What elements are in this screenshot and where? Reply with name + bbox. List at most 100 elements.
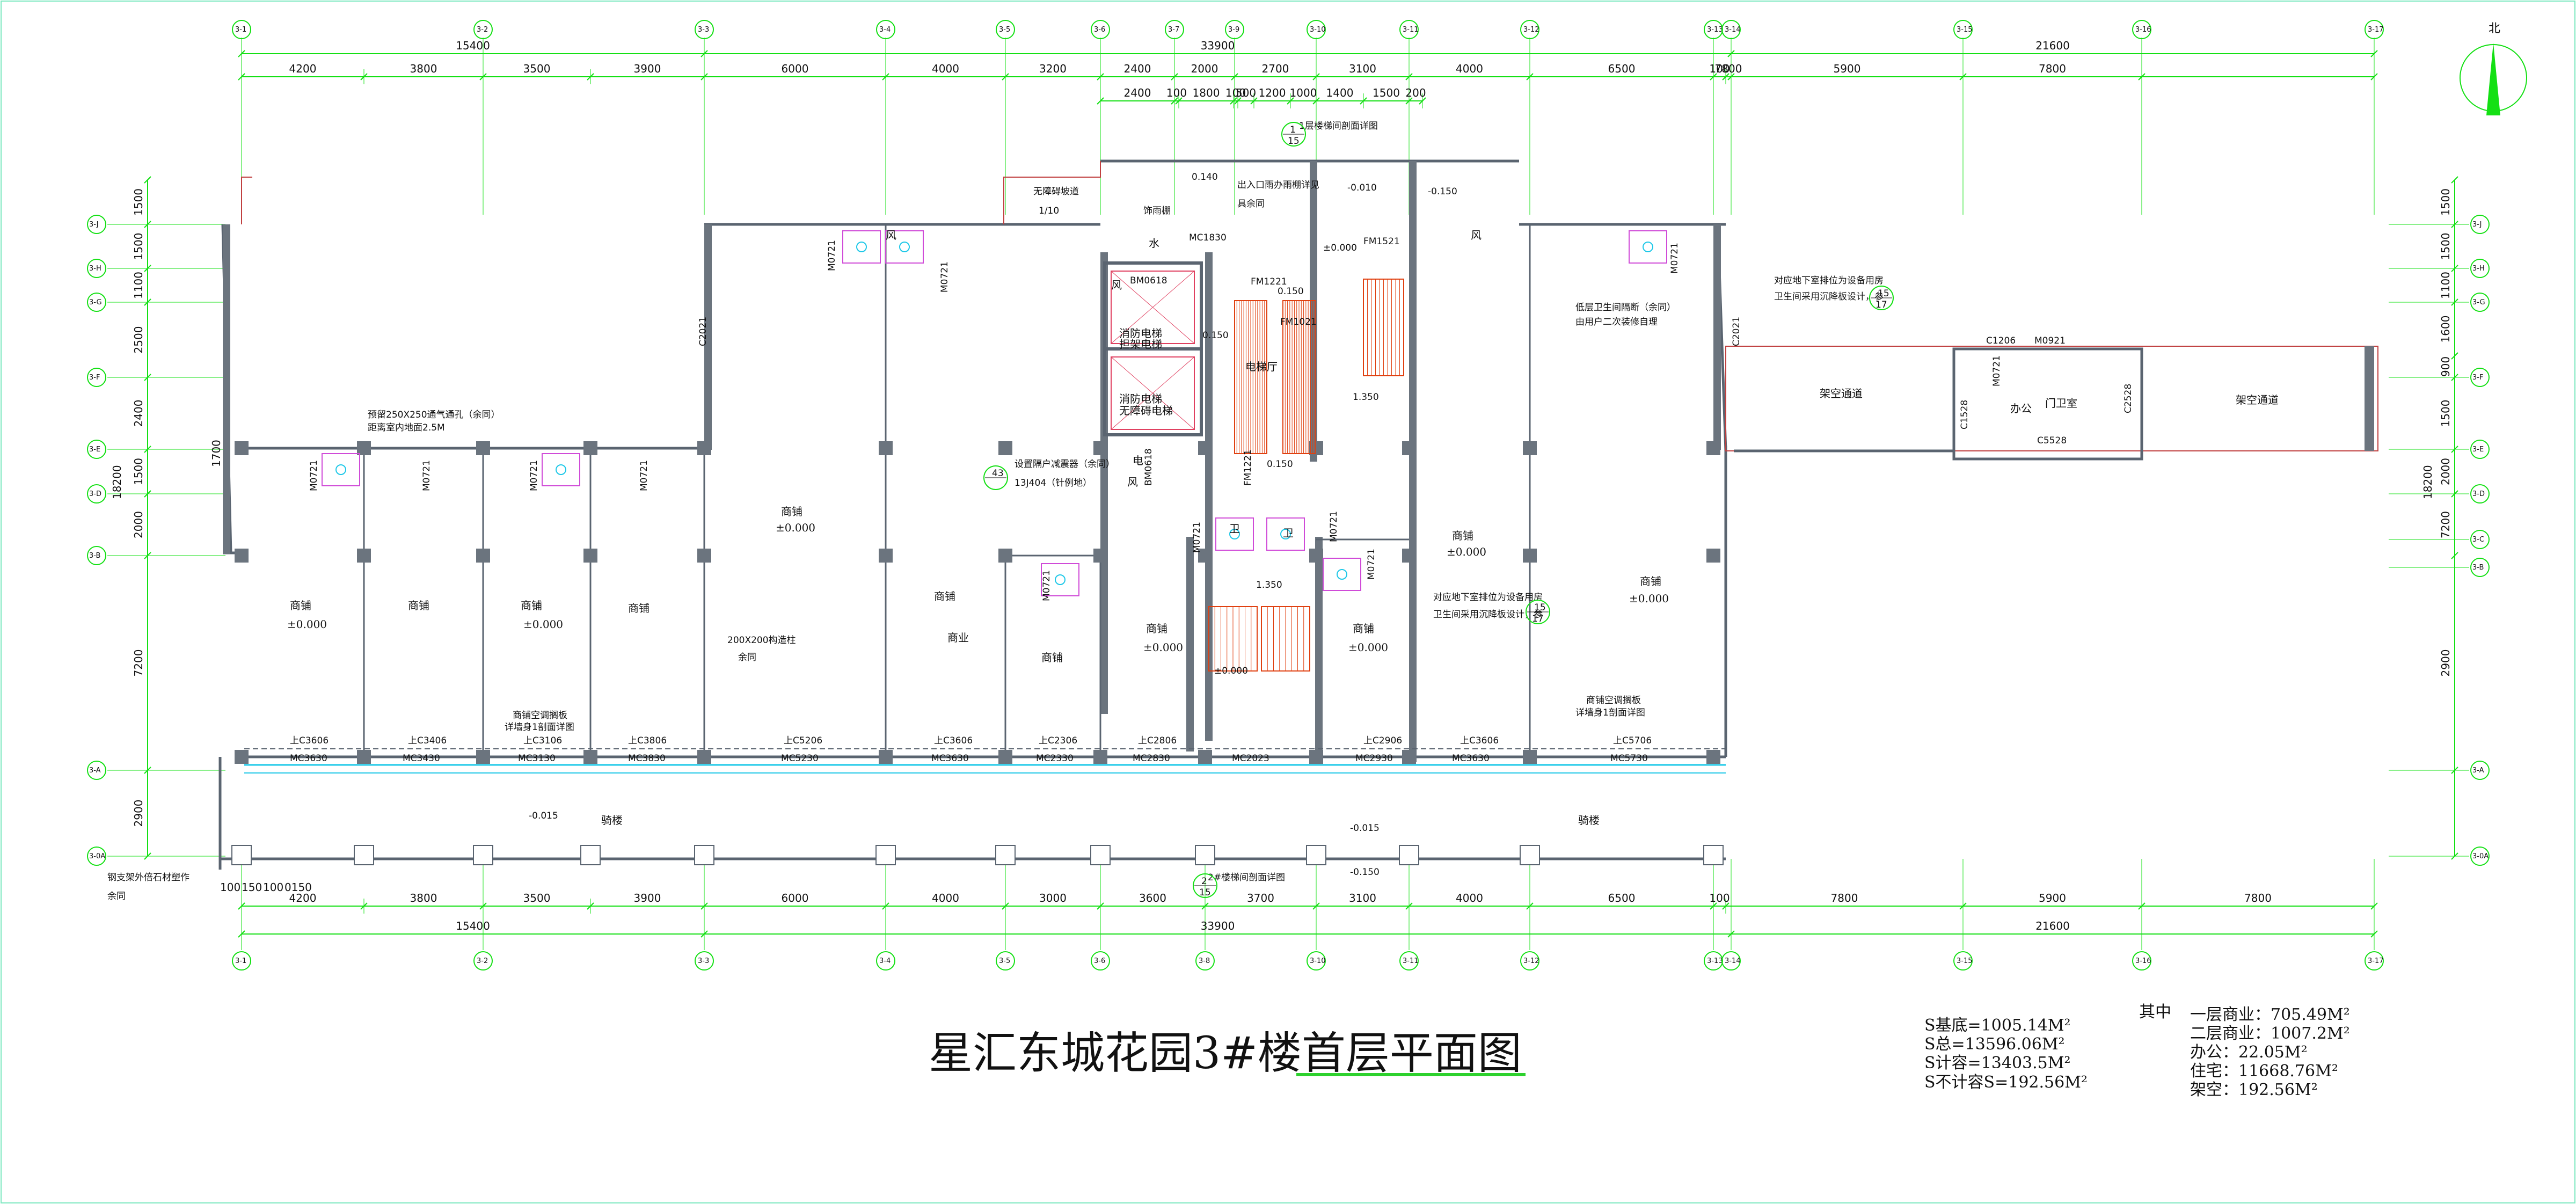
door-label: FM1521: [1363, 236, 1400, 247]
dim-tick: [144, 490, 151, 498]
axis-label-right: 3-E: [2472, 446, 2484, 454]
top-row1-dim-text: 7800: [2039, 62, 2066, 75]
dim-tick: [144, 767, 151, 774]
axis-bubble: [232, 20, 251, 39]
room-label: 商铺: [1452, 529, 1473, 542]
stat-commerce-1: 一层商业：705.49M²: [2190, 1005, 2350, 1024]
detail-ref-bubble: [983, 465, 1008, 490]
elevation-label: 0.150: [1202, 330, 1229, 341]
bottom-row1-dim-text: 100: [1709, 892, 1730, 904]
toilet-bowl: [856, 242, 867, 252]
dim-tick: [2451, 265, 2458, 272]
top-overall-dim-text: 15400: [456, 39, 490, 52]
fixtures: [322, 230, 1667, 672]
column: [476, 441, 490, 455]
top-overall-dim-text: 21600: [2035, 39, 2070, 52]
axis-bubble: [2470, 215, 2490, 234]
elevation-label: ±0.000: [1214, 666, 1248, 676]
room-label: 风: [1471, 229, 1482, 242]
elevator-car: [1111, 271, 1195, 344]
dim-tick: [144, 176, 151, 184]
wall-block: [704, 224, 712, 450]
toilet-fixture: [1323, 558, 1361, 591]
plan-note: 卫生间采用沉降板设计，参: [1433, 609, 1543, 620]
axis-label-right: 3-C: [2472, 536, 2484, 544]
left-outer-dim-text: 2500: [132, 326, 145, 354]
bottom-misc-dim: 0150: [284, 881, 312, 894]
dim-tick: [2451, 298, 2458, 306]
right-outer-dim-text: 1600: [2439, 316, 2452, 343]
column: [357, 549, 371, 563]
door-label: FM1221: [1251, 276, 1287, 287]
room-label: 商铺: [408, 599, 429, 612]
room-label: 商铺: [934, 590, 955, 603]
walls: [218, 159, 2378, 870]
axis-label-left: 3-0A: [89, 852, 105, 860]
room-label: 商铺: [628, 602, 650, 615]
top-row2-dim-text: 100: [1166, 86, 1187, 99]
room-label: 骑楼: [1578, 814, 1600, 827]
overhead-passage: [1725, 346, 2378, 451]
column: [1309, 750, 1323, 764]
detail-ref-top: 15: [1878, 288, 1889, 299]
top-row2-dim-text: 1400: [1326, 86, 1354, 99]
arcade-column: [580, 845, 601, 865]
axis-bubble: [695, 951, 714, 971]
bottom-row1-dim-text: 6000: [782, 892, 809, 904]
axis-bubble: [2470, 259, 2490, 278]
detail-ref-top: 15: [1534, 602, 1546, 613]
plan-note: 1/10: [1039, 206, 1059, 216]
door-label: C2021: [698, 317, 709, 346]
axis-label-top: 3-10: [1310, 26, 1326, 34]
dim-tick: [2451, 552, 2458, 559]
door-label: M0721: [1991, 355, 2002, 386]
axis-label-top: 3-17: [2368, 26, 2384, 34]
window-upper-label: 上C5206: [784, 735, 822, 746]
plan-note: 对应地下室排位为设备用房: [1433, 592, 1543, 603]
axis-label-bottom: 3-6: [1094, 957, 1105, 965]
left-outer-dim-text: 1500: [132, 233, 145, 260]
arcade-column: [1520, 845, 1540, 865]
window-lower-label: MC3630: [290, 753, 327, 764]
axis-bubble: [1091, 20, 1110, 39]
bottom-misc-dim: 150: [242, 881, 262, 894]
plan-note: 商铺空调搁板: [513, 710, 567, 721]
left-outer-dim-text: 1100: [132, 272, 145, 299]
room-label: 电: [1133, 454, 1143, 467]
column: [998, 441, 1012, 455]
wall-block: [2365, 346, 2374, 451]
axis-bubble: [1953, 20, 1973, 39]
wall-block: [1205, 252, 1213, 741]
room-label: ±0.000: [287, 618, 327, 631]
bottom-row1-dim-text: 3500: [523, 892, 551, 904]
axis-label-left: 3-D: [89, 490, 101, 498]
dim-tick: [2451, 221, 2458, 228]
plan-note: 对应地下室排位为设备用房: [1774, 275, 1884, 286]
axis-label-right: 3-B: [2472, 564, 2484, 572]
wall-block: [1713, 224, 1721, 450]
stat-base-area: S基底=1005.14M²: [1924, 1016, 2071, 1035]
axis-bubble: [2470, 530, 2490, 549]
column: [1309, 441, 1323, 455]
toilet-bowl: [1280, 529, 1291, 539]
column: [1198, 549, 1212, 563]
toilet-bowl: [1643, 242, 1653, 252]
room-label: 商铺: [290, 599, 311, 612]
plan-note: 详墙身1剖面详图: [1575, 707, 1645, 718]
dim-tick: [2451, 446, 2458, 453]
axis-bubble: [2470, 558, 2490, 577]
top-row2-dim-text: 1800: [1193, 86, 1220, 99]
plan-note: 详墙身1剖面详图: [505, 722, 574, 733]
detail-ref-bubble: [1526, 600, 1550, 624]
arcade-column: [995, 845, 1016, 865]
top-row1-dim-text: 3800: [410, 62, 437, 75]
room-label: 商铺: [1640, 575, 1661, 588]
arcade-column: [1399, 845, 1419, 865]
left-outer-dim-text: 2900: [132, 800, 145, 827]
column: [1402, 750, 1416, 764]
column: [1523, 441, 1537, 455]
room-label: 骑楼: [601, 814, 623, 827]
axis-label-right: 3-0A: [2472, 852, 2489, 860]
axis-bubble: [1721, 951, 1741, 971]
